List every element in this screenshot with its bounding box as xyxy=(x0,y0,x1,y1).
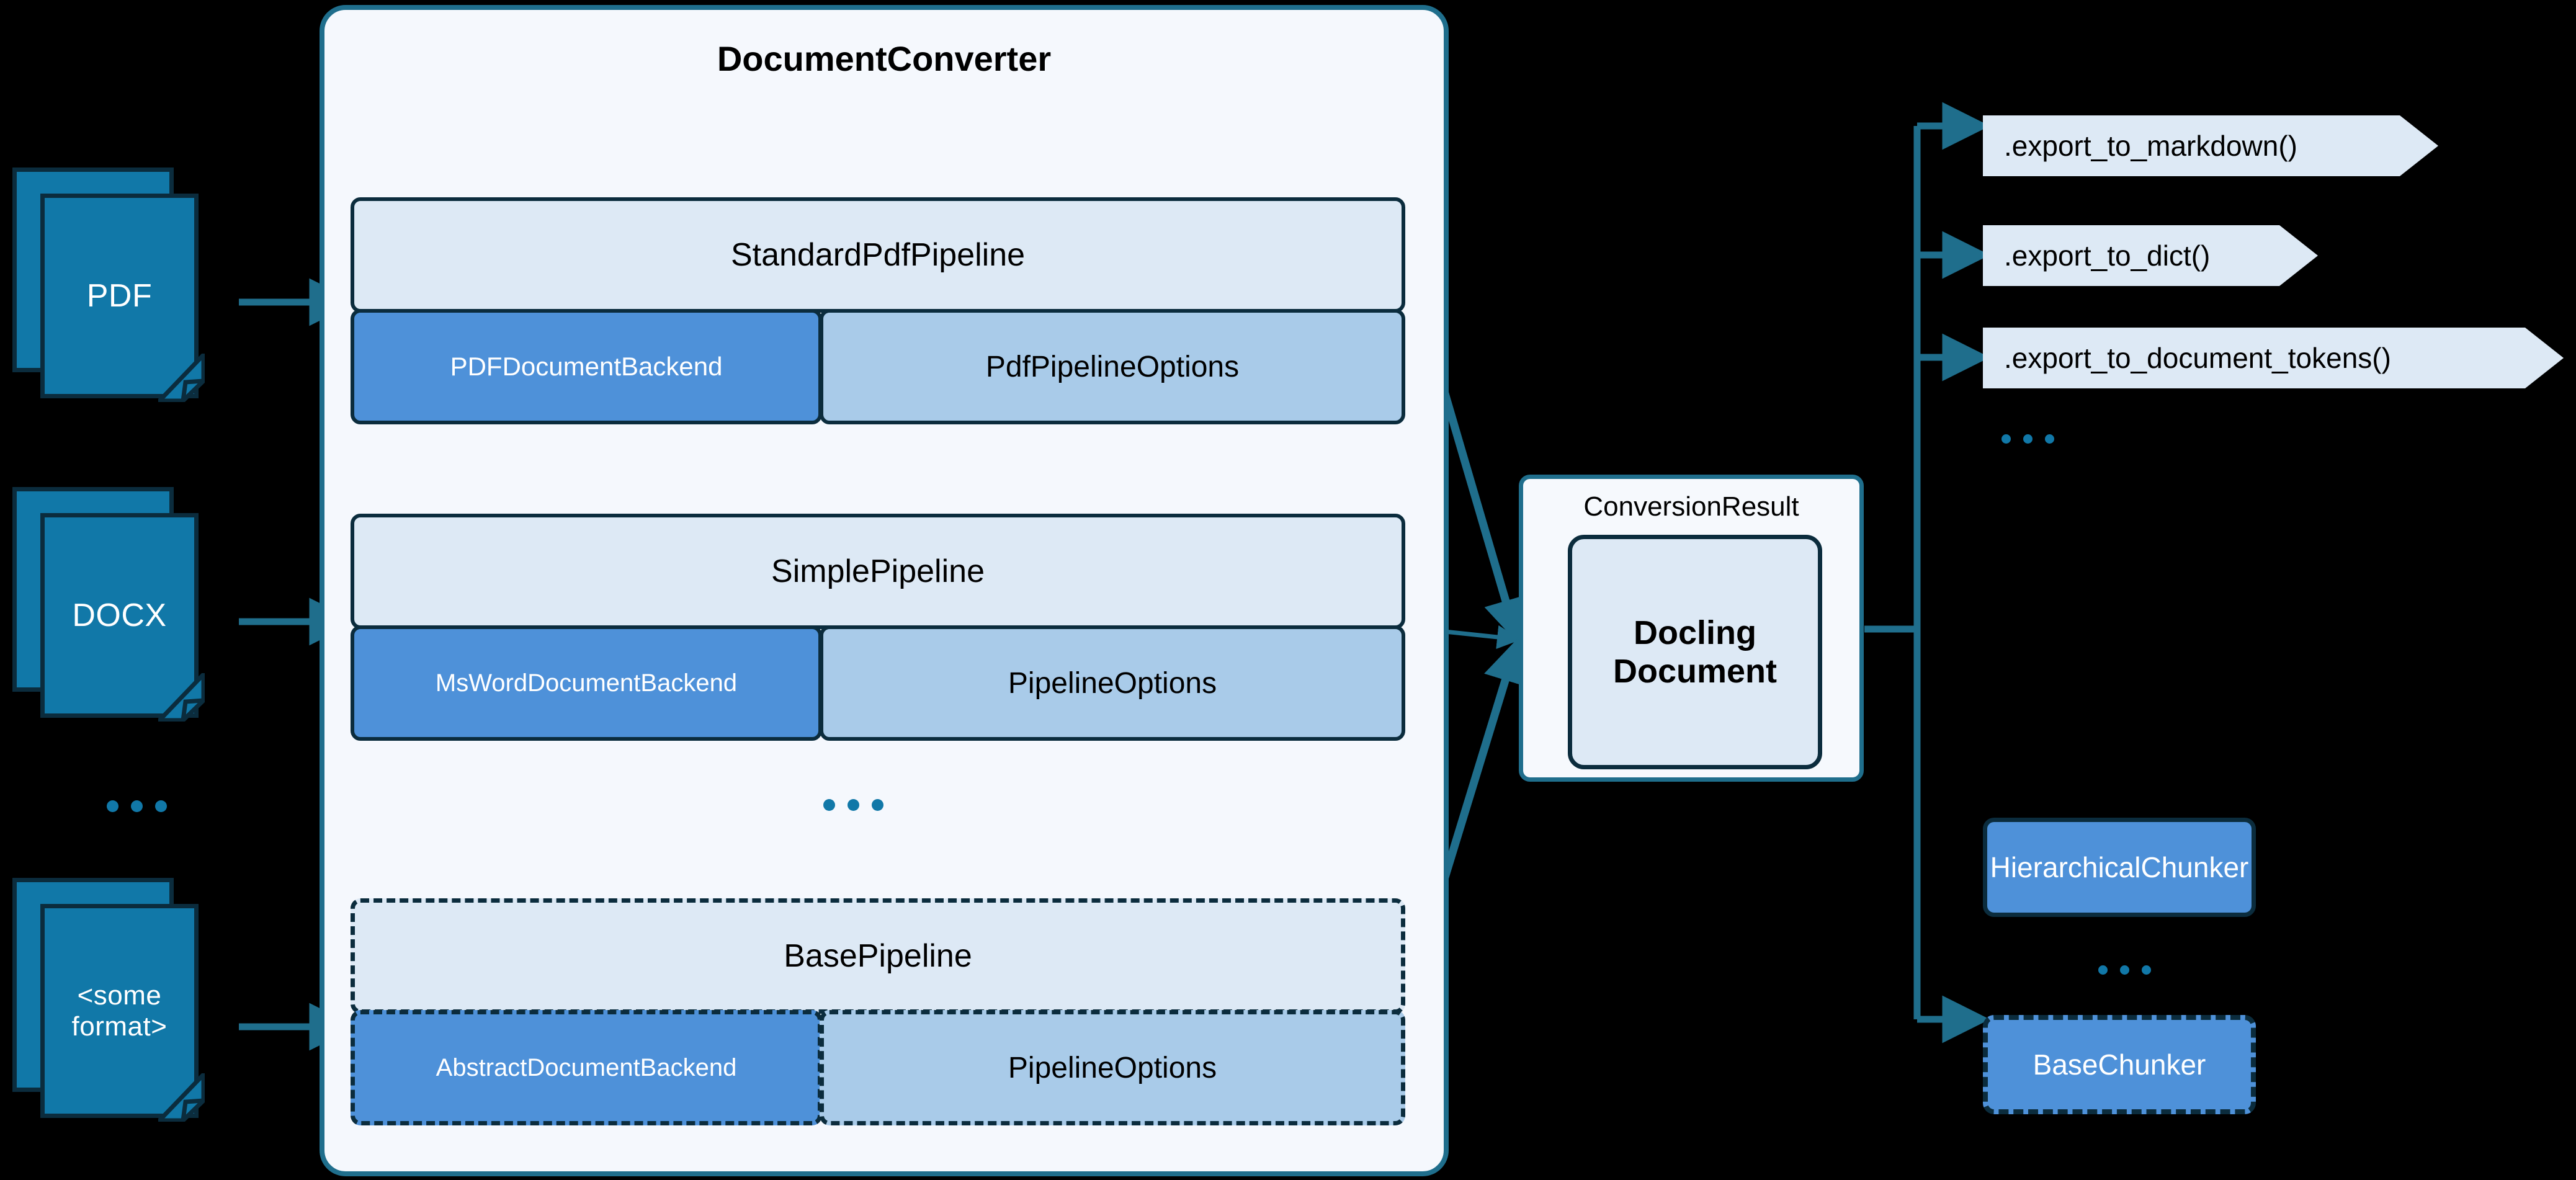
source-doc-docx[interactable]: DOCX xyxy=(12,487,242,735)
pipeline-name: BasePipeline xyxy=(784,938,972,974)
doc-front-sheet: <some format> xyxy=(40,904,199,1118)
doc-front-sheet: PDF xyxy=(40,194,199,398)
pipeline-header-base[interactable]: BasePipeline xyxy=(351,898,1405,1014)
pipeline-options-pdf[interactable]: PdfPipelineOptions xyxy=(820,309,1405,424)
chunkers-ellipsis xyxy=(2098,965,2151,975)
chunker-label: HierarchicalChunker xyxy=(1990,851,2249,883)
conversion-result-label: ConversionResult xyxy=(1583,491,1799,522)
pipeline-options-base[interactable]: PipelineOptions xyxy=(820,1010,1405,1125)
base-chunker-box[interactable]: BaseChunker xyxy=(1983,1015,2256,1114)
source-doc-label: <some format> xyxy=(71,980,168,1042)
source-doc-label: PDF xyxy=(86,277,153,314)
backend-name: PDFDocumentBackend xyxy=(450,352,723,381)
pipeline-backend-abstract[interactable]: AbstractDocumentBackend xyxy=(351,1010,822,1125)
doc-fold-corner xyxy=(158,673,205,722)
export-to-document-tokens-shape[interactable]: .export_to_document_tokens() xyxy=(1983,328,2564,388)
export-to-markdown-shape[interactable]: .export_to_markdown() xyxy=(1983,115,2438,176)
export-label: .export_to_dict() xyxy=(2004,239,2211,272)
pipeline-name: SimplePipeline xyxy=(771,553,985,589)
page-title: DocumentConverter xyxy=(717,39,1052,78)
doc-fold-corner xyxy=(158,1073,205,1122)
document-converter-panel: DocumentConverter StandardPdfPipeline PD… xyxy=(320,5,1449,1176)
docling-document-label: Docling Document xyxy=(1612,614,1777,690)
doc-fold-corner xyxy=(158,354,205,402)
pipeline-header-simple[interactable]: SimplePipeline xyxy=(351,514,1405,629)
backend-name: MsWordDocumentBackend xyxy=(435,669,738,697)
docling-document-box[interactable]: Docling Document xyxy=(1568,535,1822,769)
hierarchical-chunker-box[interactable]: HierarchicalChunker xyxy=(1983,818,2256,917)
exports-ellipsis xyxy=(2001,434,2054,444)
pipeline-backend-pdf[interactable]: PDFDocumentBackend xyxy=(351,309,822,424)
export-label: .export_to_markdown() xyxy=(2004,130,2297,162)
options-name: PdfPipelineOptions xyxy=(985,350,1240,383)
pipeline-options-simple[interactable]: PipelineOptions xyxy=(820,625,1405,741)
options-name: PipelineOptions xyxy=(1008,666,1217,700)
converter-ellipsis xyxy=(823,799,883,811)
pipeline-backend-msword[interactable]: MsWordDocumentBackend xyxy=(351,625,822,741)
pipeline-header-standard-pdf[interactable]: StandardPdfPipeline xyxy=(351,197,1405,313)
export-to-dict-shape[interactable]: .export_to_dict() xyxy=(1983,225,2318,286)
source-doc-other-format[interactable]: <some format> xyxy=(12,878,242,1138)
chunker-label: BaseChunker xyxy=(2033,1048,2206,1081)
source-doc-pdf[interactable]: PDF xyxy=(12,168,242,416)
export-label: .export_to_document_tokens() xyxy=(2004,342,2391,374)
source-doc-label: DOCX xyxy=(72,597,167,633)
pipeline-name: StandardPdfPipeline xyxy=(730,237,1026,273)
conversion-result-panel: ConversionResult Docling Document xyxy=(1519,475,1864,782)
options-name: PipelineOptions xyxy=(1008,1051,1217,1084)
doc-front-sheet: DOCX xyxy=(40,513,199,718)
source-ellipsis xyxy=(107,800,167,812)
result-branch-tree xyxy=(1864,102,1990,1044)
backend-name: AbstractDocumentBackend xyxy=(436,1053,737,1081)
